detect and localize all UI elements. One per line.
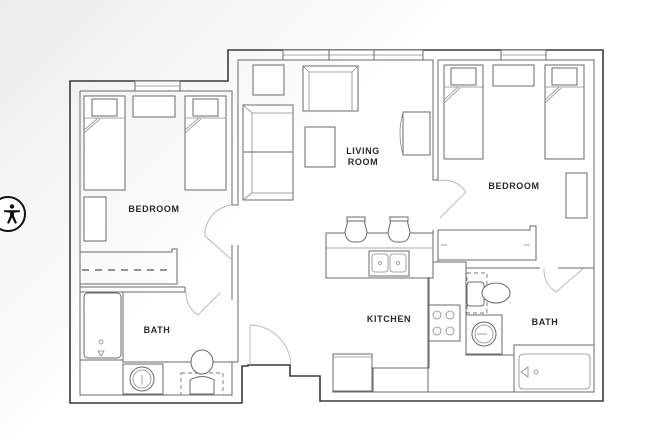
room-label-living-line2: ROOM: [348, 157, 378, 167]
living-room-furniture: LIVING ROOM: [242, 64, 431, 201]
room-label-bedroom-left: BEDROOM: [128, 204, 179, 214]
kitchen-fixtures: KITCHEN: [325, 216, 461, 392]
left-bedroom-furniture: [82, 95, 227, 271]
room-label-bath-right: BATH: [532, 317, 559, 327]
right-bedroom-furniture: [441, 64, 588, 246]
room-label-kitchen: KITCHEN: [367, 314, 411, 324]
room-label-bedroom-right: BEDROOM: [488, 181, 539, 191]
room-label-living-line1: LIVING: [346, 146, 380, 156]
right-bath-fixtures: BATH: [465, 272, 595, 393]
room-label-bath-left: BATH: [144, 325, 171, 335]
left-bath-fixtures: BATH: [83, 292, 224, 396]
interior-walls: [80, 225, 594, 392]
accessibility-button[interactable]: [0, 196, 26, 232]
accessibility-icon: [4, 204, 20, 224]
door-swings: [185, 179, 585, 366]
